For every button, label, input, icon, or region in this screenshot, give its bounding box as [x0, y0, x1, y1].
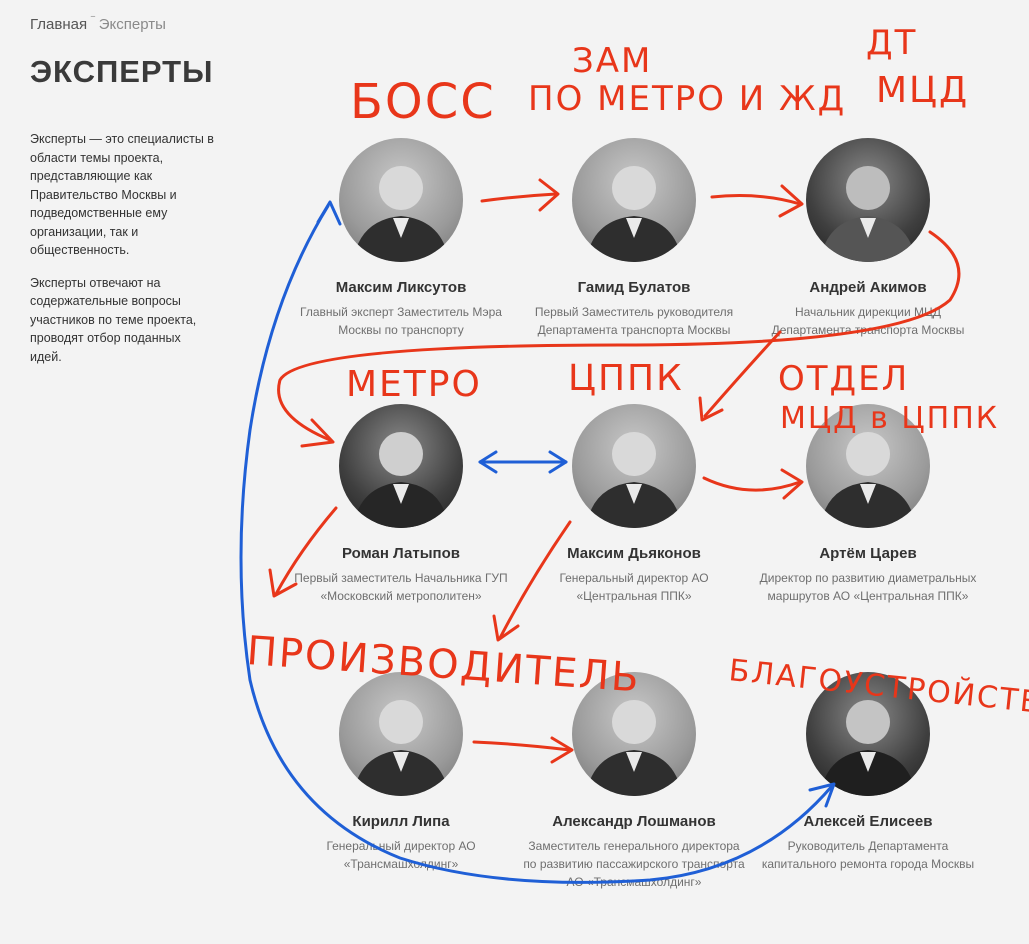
- expert-card[interactable]: Максим Ликсутов Главный эксперт Заместит…: [281, 138, 521, 339]
- label-dt-1: ДТ: [866, 23, 917, 63]
- expert-name[interactable]: Кирилл Липа: [352, 813, 450, 830]
- arrowhead: [492, 614, 520, 642]
- label-boss: БОСС: [350, 74, 496, 130]
- expert-name[interactable]: Александр Лошманов: [552, 813, 716, 830]
- expert-card[interactable]: Максим Дьяконов Генеральный директор АО …: [514, 404, 754, 605]
- expert-card[interactable]: Роман Латыпов Первый заместитель Начальн…: [281, 404, 521, 605]
- label-otdel-1: ОТДЕЛ: [778, 359, 909, 399]
- expert-name[interactable]: Максим Дьяконов: [567, 545, 701, 562]
- page-title: ЭКСПЕРТЫ: [30, 54, 214, 89]
- expert-role: Директор по развитию диаметральных маршр…: [759, 571, 977, 603]
- intro-paragraph-1: Эксперты — это специалисты в области тем…: [30, 132, 214, 257]
- label-zam-1: ЗАМ: [572, 41, 652, 81]
- label-zam-2: ПО МЕТРО И ЖД: [528, 79, 846, 119]
- label-metro: МЕТРО: [346, 364, 482, 405]
- expert-card[interactable]: Гамид Булатов Первый Заместитель руковод…: [514, 138, 754, 339]
- intro-text: Эксперты — это специалисты в области тем…: [30, 130, 215, 380]
- expert-card[interactable]: Алексей Елисеев Руководитель Департамент…: [748, 672, 988, 873]
- expert-role: Генеральный директор АО «Трансмашхолдинг…: [326, 839, 476, 871]
- expert-role: Заместитель генерального директора по ра…: [523, 839, 745, 889]
- expert-role: Генеральный директор АО «Центральная ППК…: [559, 571, 709, 603]
- expert-role: Руководитель Департамента капитального р…: [761, 839, 975, 871]
- expert-card[interactable]: Кирилл Липа Генеральный директор АО «Тра…: [281, 672, 521, 873]
- intro-paragraph-2: Эксперты отвечают на содержательные вопр…: [30, 275, 197, 364]
- expert-role: Начальник дирекции МЦД Департамента тран…: [771, 305, 965, 337]
- expert-name[interactable]: Роман Латыпов: [342, 545, 460, 562]
- breadcrumb-current: Эксперты: [98, 16, 166, 33]
- expert-photo[interactable]: [572, 404, 696, 528]
- expert-role: Главный эксперт Заместитель Мэра Москвы …: [300, 305, 502, 337]
- expert-photo[interactable]: [339, 138, 463, 262]
- expert-role: Первый заместитель Начальника ГУП «Моско…: [294, 571, 508, 603]
- expert-photo[interactable]: [572, 138, 696, 262]
- breadcrumb: Главная‾Эксперты: [30, 16, 166, 33]
- breadcrumb-home-link[interactable]: Главная: [30, 16, 88, 33]
- expert-photo[interactable]: [806, 672, 930, 796]
- breadcrumb-separator: ‾: [91, 16, 95, 28]
- expert-name[interactable]: Андрей Акимов: [809, 279, 927, 296]
- handwritten-labels: БОСС ЗАМ ПО МЕТРО И ЖД ДТ МЦД МЕТРО ЦППК…: [245, 23, 1029, 724]
- expert-photo[interactable]: [572, 672, 696, 796]
- label-cppk: ЦППК: [568, 358, 684, 399]
- expert-name[interactable]: Максим Ликсутов: [335, 279, 467, 296]
- expert-photo[interactable]: [339, 404, 463, 528]
- expert-name[interactable]: Алексей Елисеев: [803, 813, 933, 830]
- expert-photo[interactable]: [806, 138, 930, 262]
- expert-photo[interactable]: [806, 404, 930, 528]
- expert-card[interactable]: Артём Царев Директор по развитию диаметр…: [748, 404, 988, 605]
- expert-role: Первый Заместитель руководителя Департам…: [534, 305, 734, 337]
- expert-card[interactable]: Андрей Акимов Начальник дирекции МЦД Деп…: [748, 138, 988, 339]
- expert-card[interactable]: Александр Лошманов Заместитель генеральн…: [514, 672, 754, 891]
- expert-name[interactable]: Гамид Булатов: [577, 279, 691, 296]
- label-dt-2: МЦД: [876, 70, 969, 111]
- expert-photo[interactable]: [339, 672, 463, 796]
- expert-name[interactable]: Артём Царев: [819, 545, 917, 562]
